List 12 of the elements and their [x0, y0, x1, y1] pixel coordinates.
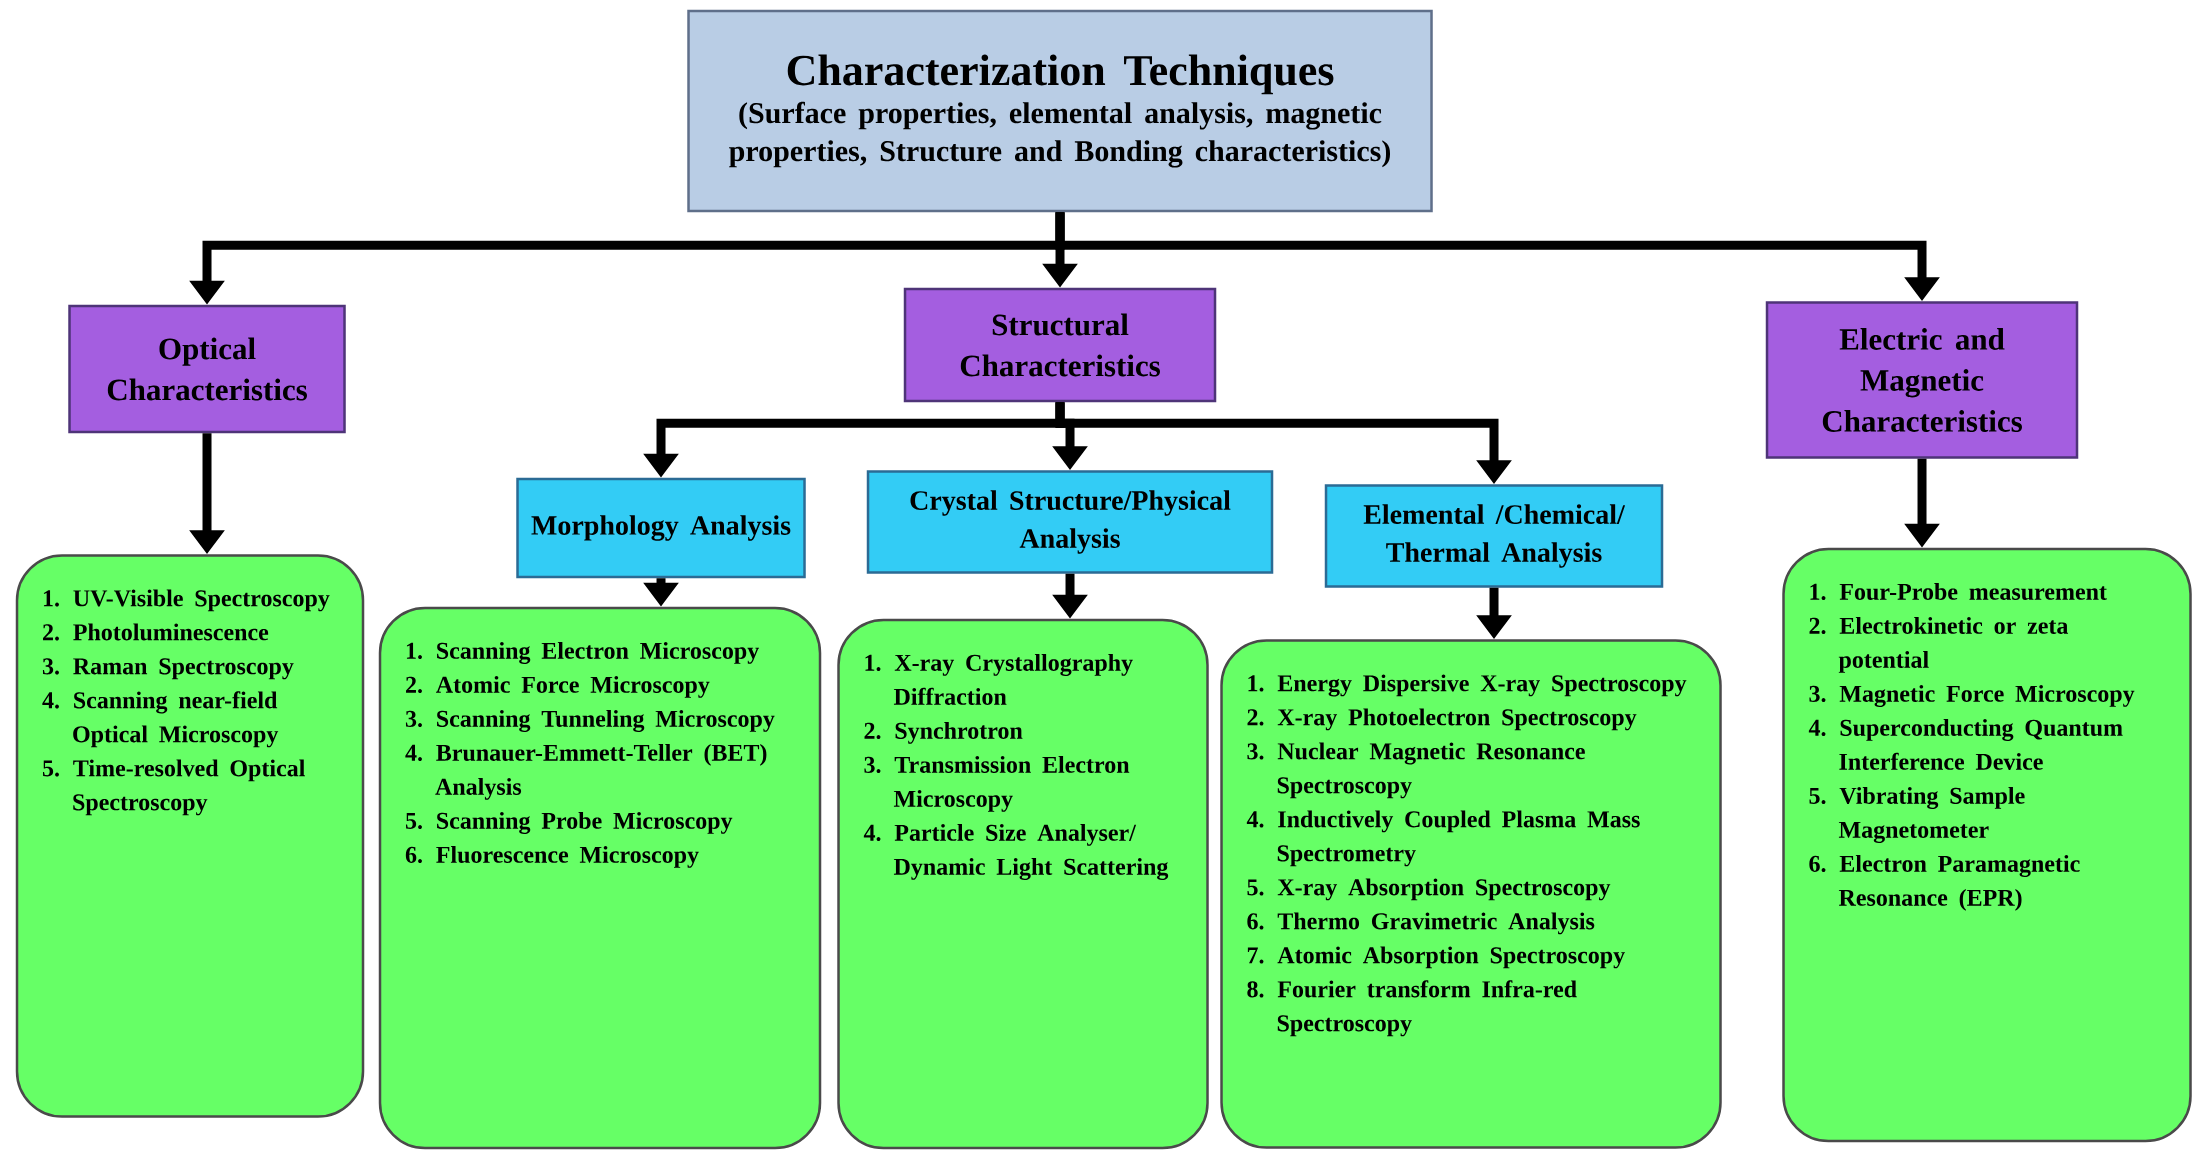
- category-box: Optical Characteristics: [68, 304, 346, 434]
- subcategory-box: Elemental /Chemical/ Thermal Analysis: [1324, 484, 1664, 588]
- category-box: Structural Characteristics: [903, 287, 1217, 403]
- subcategory-box: Morphology Analysis: [516, 477, 806, 579]
- technique-list-box: 1. Energy Dispersive X-ray Spectroscopy 2. X-ray Photoelectron Spectroscopy 3. Nuclear Magnetic Resonance Spectroscopy 4. Inductively Coupled Plasma Mass Spectrometry 5. X-ray Absorption Spectroscopy 6. Thermo Gravimetric Analysis 7. Atomic Absorption Spectroscopy 8. Fourier transform Infra-red Spectroscopy: [1220, 639, 1722, 1149]
- subcategory-box: Crystal Structure/Physical Analysis: [866, 470, 1274, 574]
- category-box: Electric and Magnetic Characteristics: [1765, 301, 2079, 459]
- technique-list-box: 1. Four-Probe measurement 2. Electrokinetic or zeta potential 3. Magnetic Force Microscopy 4. Superconducting Quantum Interference Device 5. Vibrating Sample Magnetometer 6. Electron Paramagnetic Resonance (EPR): [1782, 547, 2192, 1143]
- technique-list-box: 1. X-ray Crystallography Diffraction 2. Synchrotron 3. Transmission Electron Microscopy 4. Particle Size Analyser/ Dynamic Light Scattering: [837, 618, 1209, 1150]
- technique-list-box: 1. UV-Visible Spectroscopy 2. Photoluminescence 3. Raman Spectroscopy 4. Scanning near-field Optical Microscopy 5. Time-resolved Optical Spectroscopy: [15, 554, 365, 1118]
- technique-list-box: 1. Scanning Electron Microscopy 2. Atomic Force Microscopy 3. Scanning Tunneling Microscopy 4. Brunauer-Emmett-Teller (BET) Analysis 5. Scanning Probe Microscopy 6. Fluorescence Microscopy: [378, 606, 822, 1150]
- heading-box: Characterization Techniques (Surface properties, elemental analysis, magnetic properties, Structure and Bonding characteristics): [687, 9, 1433, 213]
